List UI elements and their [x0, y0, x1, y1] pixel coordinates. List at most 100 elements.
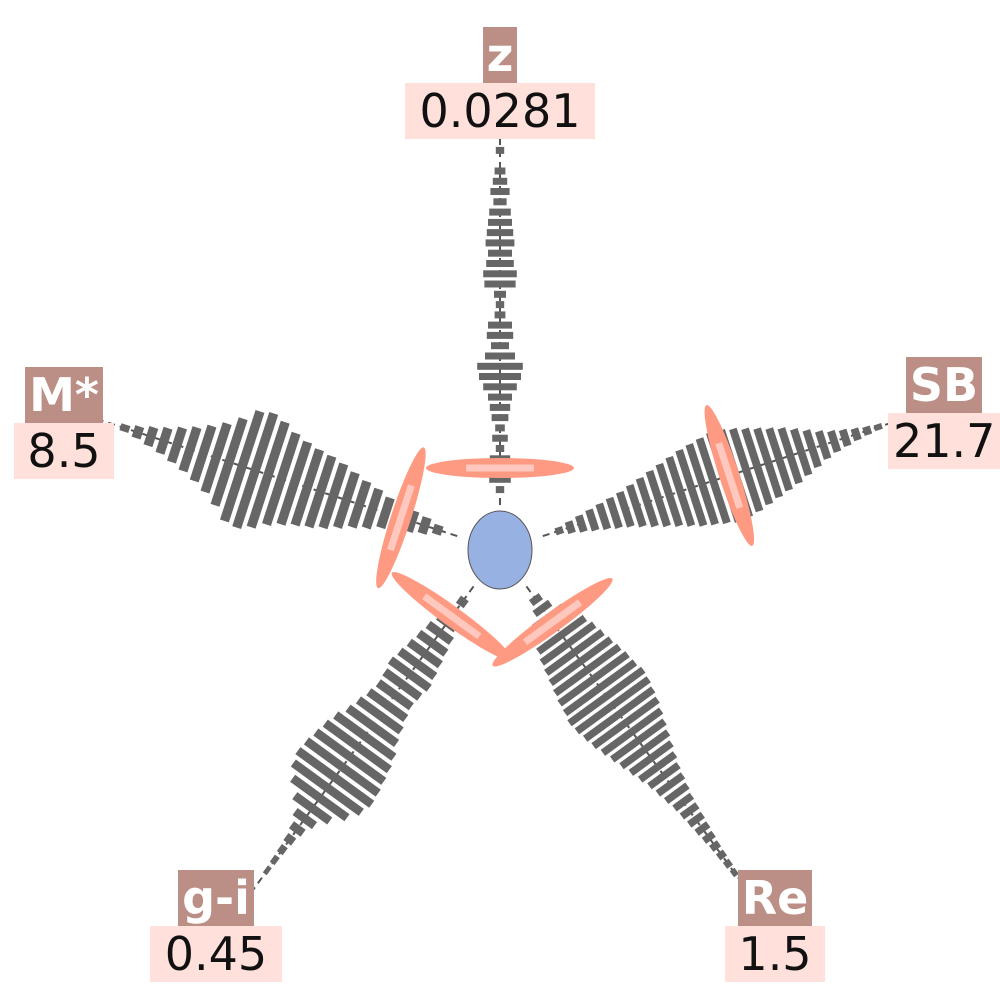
histogram-bar-sb [765, 427, 793, 492]
histogram-bar-sb [815, 430, 832, 460]
histogram-bar-re [687, 811, 705, 828]
histogram-bar-re [532, 599, 553, 618]
histogram-bar-g-i [290, 774, 350, 822]
axis-value: 21.7 [888, 413, 1000, 469]
histogram-bar-sb [827, 429, 842, 453]
histogram-bar-z [495, 301, 505, 309]
histogram-bar-sb [574, 514, 588, 533]
histogram-bar-z [492, 177, 508, 185]
histogram-bar-re [583, 686, 656, 742]
histogram-bar-re [610, 718, 667, 763]
histogram-bar-re [647, 762, 681, 790]
histogram-bar-g-i [406, 638, 443, 669]
value-marker-core-sb [715, 442, 744, 509]
histogram-bar-re [557, 651, 630, 707]
histogram-bar-re [539, 621, 597, 666]
histogram-bar-sb [850, 427, 862, 442]
center-ellipse [467, 510, 533, 590]
histogram-bar-re [663, 782, 690, 805]
histogram-bar-z [486, 260, 514, 267]
histogram-bar-m-star [361, 487, 384, 530]
histogram-bar-z [495, 445, 505, 452]
histogram-bar-z [491, 414, 509, 422]
histogram-bar-m-star [178, 426, 202, 473]
axis-value: 8.5 [14, 423, 114, 479]
histogram-bar-z [486, 229, 514, 237]
histogram-bar-re [562, 659, 638, 717]
histogram-bar-m-star [167, 426, 187, 464]
histogram-bar-g-i [375, 679, 414, 711]
histogram-bar-g-i [397, 647, 438, 681]
histogram-bar-z [488, 249, 512, 257]
histogram-bar-re [672, 792, 695, 812]
histogram-bar-z [494, 290, 506, 298]
histogram-bar-z [491, 342, 509, 350]
histogram-bar-g-i [355, 696, 404, 735]
histogram-bar-m-star [333, 471, 360, 529]
histogram-bar-m-star [276, 440, 313, 526]
histogram-bar-z [492, 434, 508, 442]
axis-name: z [482, 27, 518, 83]
histogram-bar-re [655, 772, 686, 797]
histogram-bar-z [485, 352, 515, 360]
histogram-bar-m-star [376, 496, 395, 530]
value-marker-core-m-star [387, 484, 415, 552]
histogram-bar-z [483, 270, 517, 278]
histogram-bar-sb [615, 490, 635, 528]
histogram-bar-sb [685, 443, 719, 526]
histogram-bar-g-i [455, 595, 469, 609]
value-marker-core-z [466, 464, 534, 472]
histogram-bar-g-i [283, 832, 297, 846]
value-marker-core-g-i [422, 593, 482, 640]
histogram-bar-g-i [416, 629, 449, 657]
histogram-bar-g-i [288, 821, 306, 837]
histogram-bar-sb [564, 520, 576, 535]
histogram-bar-re [544, 628, 605, 676]
histogram-bar-g-i [333, 711, 397, 761]
histogram-bar-sb [665, 455, 696, 527]
histogram-bar-g-i [276, 843, 288, 856]
histogram-bar-re [679, 802, 700, 820]
histogram-bar-g-i [292, 792, 333, 825]
axis-value: 0.45 [150, 926, 282, 982]
histogram-bar-m-star [347, 480, 372, 529]
histogram-bar-m-star [318, 462, 349, 530]
histogram-bar-re [701, 830, 716, 844]
histogram-bar-sb [625, 483, 647, 528]
histogram-bar-z [493, 198, 507, 206]
histogram-bar-sb [777, 427, 803, 485]
histogram-bar-sb [753, 427, 784, 499]
histogram-bar-re [567, 666, 646, 727]
histogram-bar-m-star [246, 420, 290, 529]
histogram-bar-z [485, 239, 515, 247]
histogram-bar-sb [655, 462, 684, 528]
histogram-bar-m-star [290, 448, 324, 527]
histogram-bar-g-i [425, 620, 454, 645]
histogram-bar-re [722, 858, 733, 869]
histogram-bar-z [489, 475, 511, 483]
histogram-bar-z [483, 383, 517, 391]
histogram-bar-g-i [313, 728, 387, 785]
histogram-bar-re [574, 676, 651, 735]
histogram-bar-sb [635, 477, 659, 528]
histogram-bar-sb [675, 449, 708, 527]
histogram-bar-m-star [143, 426, 159, 448]
histogram-bar-re [637, 751, 678, 783]
axis-name: g-i [178, 870, 254, 926]
histogram-bar-z [488, 321, 512, 329]
histogram-bar-z [479, 373, 521, 380]
histogram-bar-z [494, 311, 506, 319]
histogram-bar-re [694, 821, 711, 836]
histogram-bar-g-i [303, 737, 381, 797]
histogram-bar-z [494, 167, 506, 175]
axis-label-m-star: M*8.5 [14, 367, 114, 479]
histogram-bar-m-star [417, 516, 432, 535]
axis-name: Re [737, 870, 813, 926]
axis-value: 0.0281 [405, 83, 595, 139]
histogram-bar-re [619, 729, 671, 770]
histogram-bar-g-i [322, 719, 392, 774]
histogram-bar-re [548, 636, 614, 687]
